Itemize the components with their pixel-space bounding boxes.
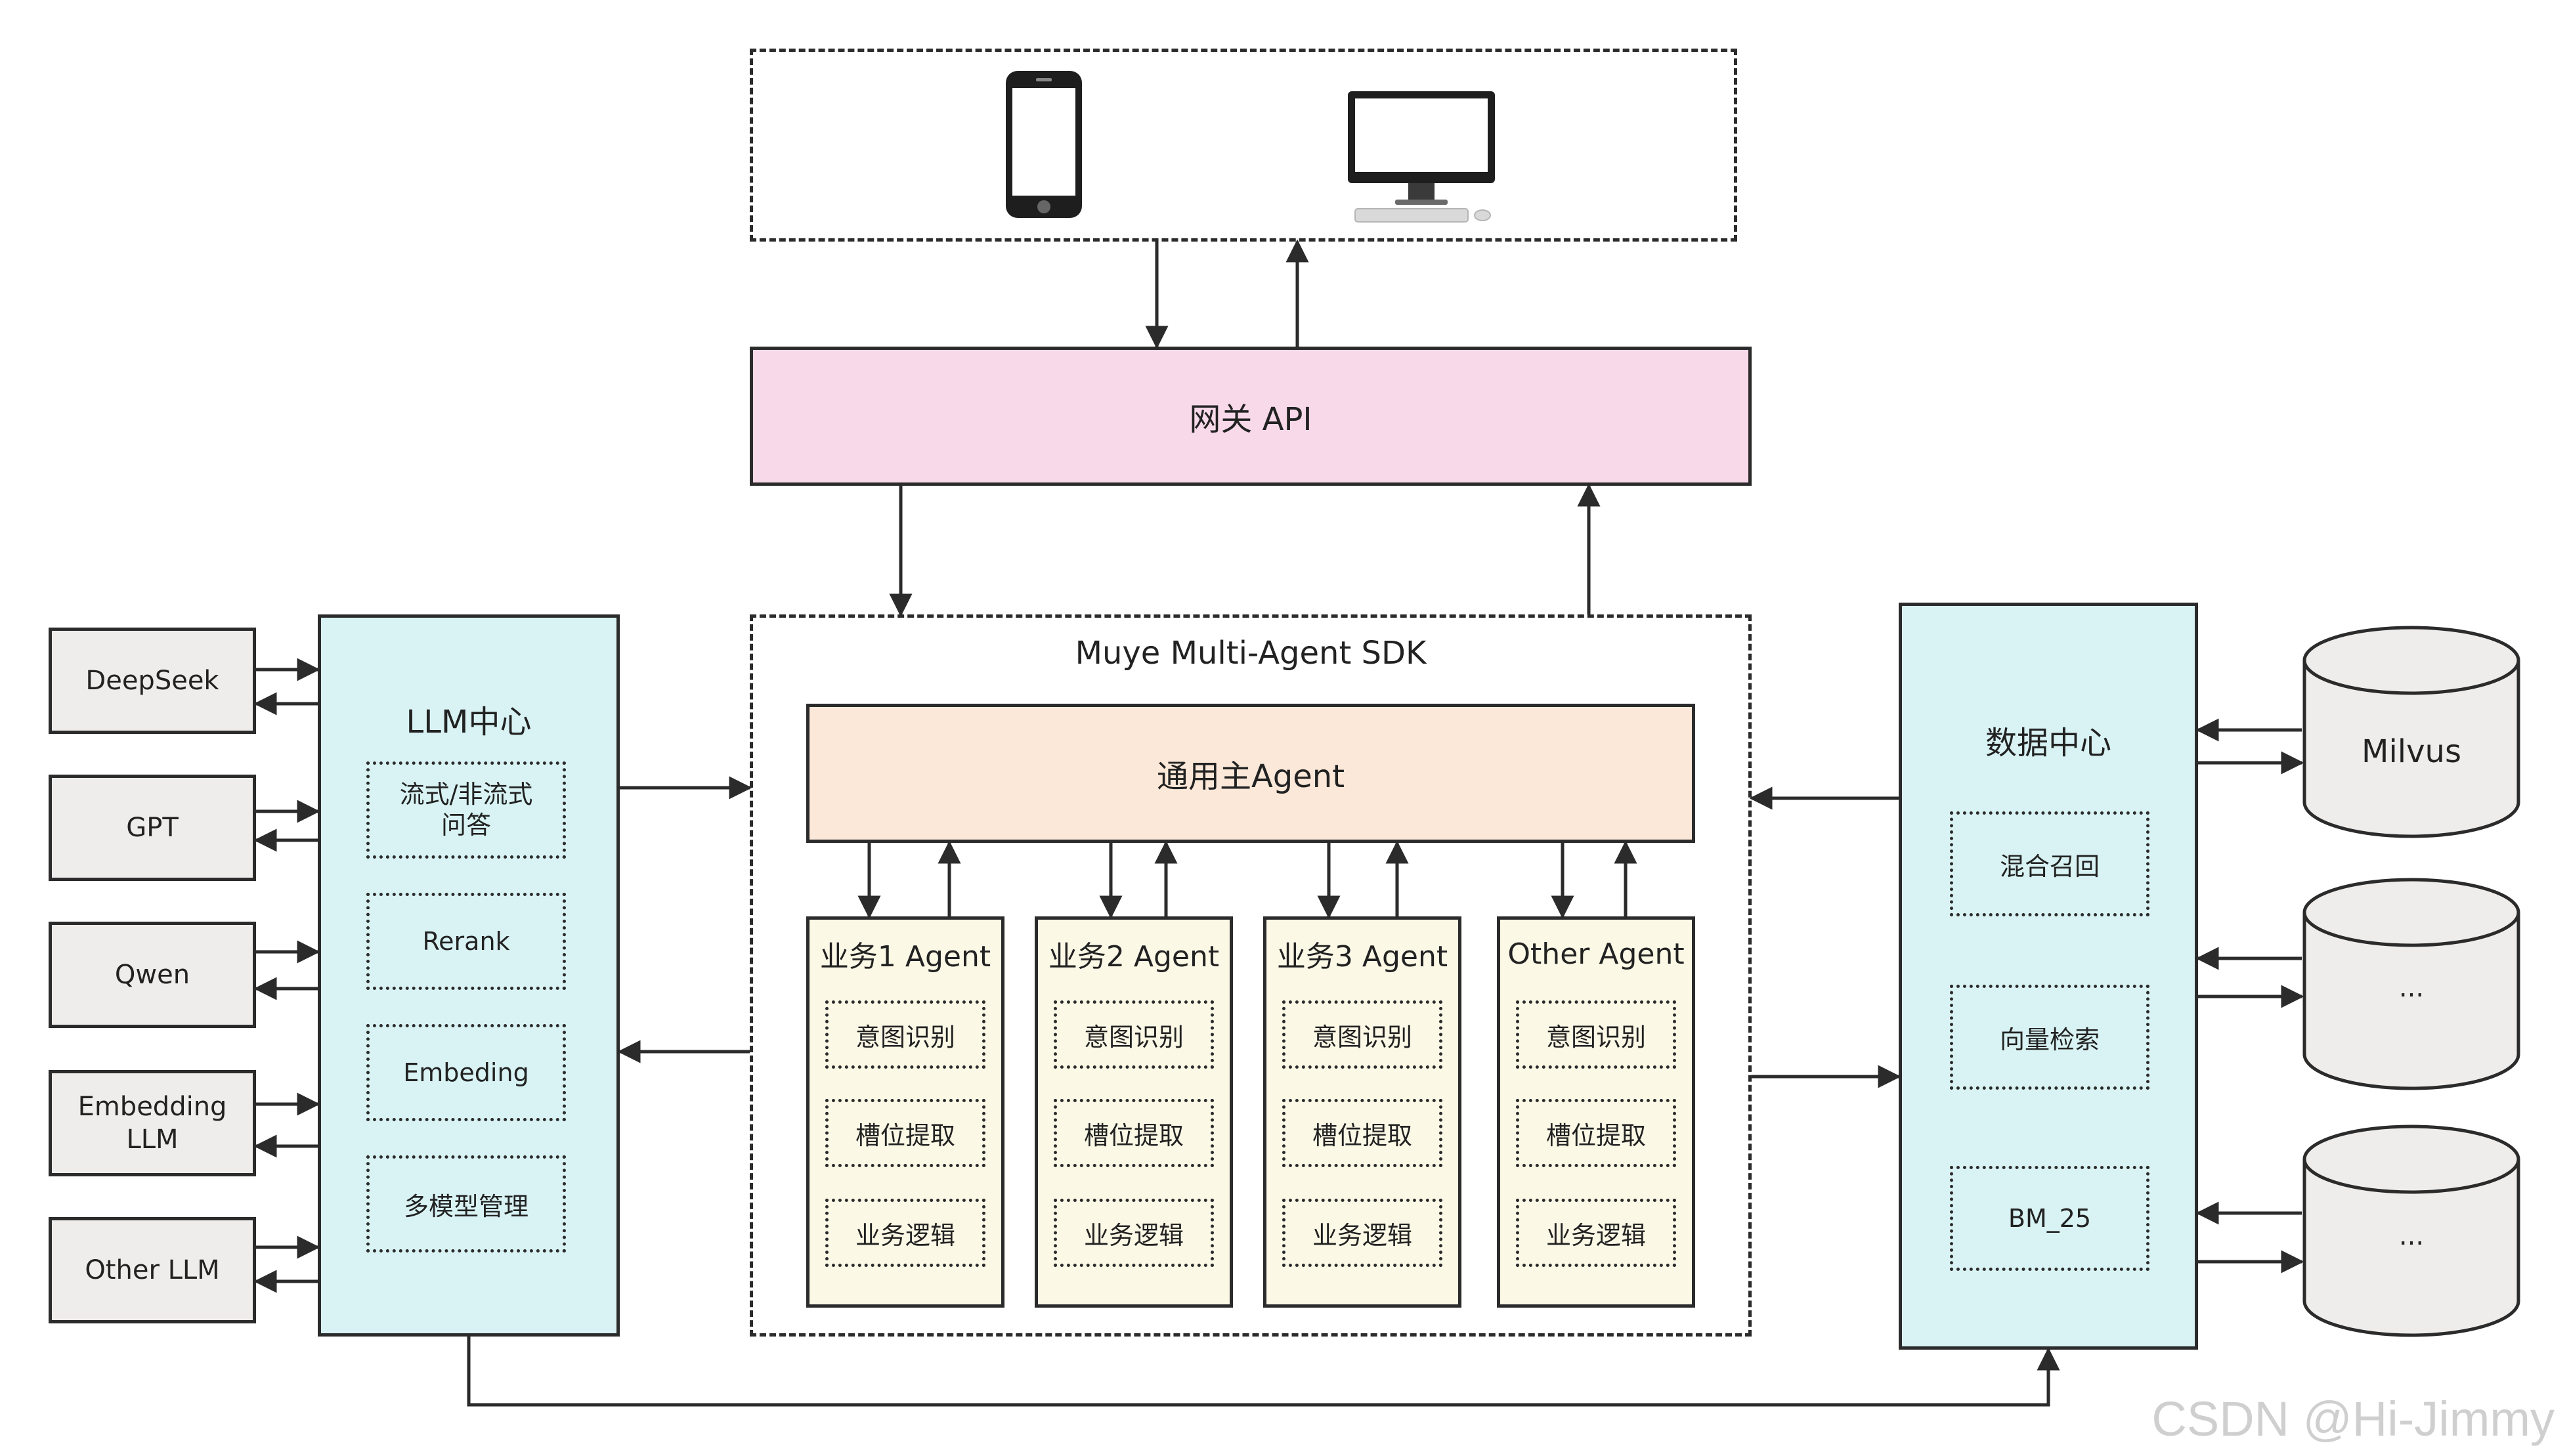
main-agent-box: 通用主Agent [806,704,1695,843]
llm-center-title: LLM中心 [406,704,532,740]
desktop-computer-icon [1348,91,1495,223]
sdk-title: Muye Multi-Agent SDK [1075,635,1427,672]
database-label-2: ... [2398,973,2425,1003]
database-cylinder-3-icon [2302,1124,2520,1337]
clients-group [750,49,1737,242]
arrow-llm-to-data-center [467,1337,2060,1407]
agent-1-box [806,916,1004,1308]
provider-embedding-llm: Embedding LLM [49,1070,256,1176]
main-agent-label: 通用主Agent [1156,758,1345,795]
database-cylinder-2-icon [2302,878,2520,1090]
agent-3-title: 业务3 Agent [1276,940,1448,974]
agent-2-item-slot: 槽位提取 [1054,1099,1214,1167]
agent-3-item-slot: 槽位提取 [1282,1099,1442,1167]
data-center-title: 数据中心 [1985,725,2111,761]
llm-item-multi-model: 多模型管理 [366,1155,566,1253]
data-item-vector-search: 向量检索 [1950,985,2149,1090]
database-label-3: ... [2398,1221,2425,1251]
gateway-label: 网关 API [1189,401,1312,438]
provider-qwen: Qwen [49,922,256,1028]
data-item-hybrid-recall: 混合召回 [1950,811,2149,916]
agent-1-item-intent: 意图识别 [825,1000,985,1069]
agent-3-item-intent: 意图识别 [1282,1000,1442,1069]
smartphone-icon [1006,71,1082,218]
gateway-box: 网关 API [750,347,1752,486]
agent-1-title: 业务1 Agent [819,940,991,974]
data-item-bm25: BM_25 [1950,1166,2149,1271]
agent-other-item-logic: 业务逻辑 [1516,1199,1676,1267]
agent-3-box [1263,916,1461,1308]
agent-other-box [1497,916,1695,1308]
agent-2-item-intent: 意图识别 [1054,1000,1214,1069]
agent-1-item-logic: 业务逻辑 [825,1199,985,1267]
llm-item-qa: 流式/非流式 问答 [366,761,566,859]
agent-2-item-logic: 业务逻辑 [1054,1199,1214,1267]
database-label-milvus: Milvus [2362,733,2461,770]
llm-item-rerank: Rerank [366,893,566,990]
agent-other-item-slot: 槽位提取 [1516,1099,1676,1167]
provider-other-llm: Other LLM [49,1217,256,1323]
provider-deepseek: DeepSeek [49,628,256,734]
agent-2-title: 业务2 Agent [1048,940,1220,974]
sdk-container [750,614,1752,1337]
agent-3-item-logic: 业务逻辑 [1282,1199,1442,1267]
provider-gpt: GPT [49,775,256,881]
agent-2-box [1035,916,1233,1308]
llm-item-embeding: Embeding [366,1024,566,1121]
agent-other-title: Other Agent [1507,937,1685,971]
database-cylinder-milvus-icon [2302,626,2520,838]
agent-other-item-intent: 意图识别 [1516,1000,1676,1069]
agent-1-item-slot: 槽位提取 [825,1099,985,1167]
watermark: CSDN @Hi-Jimmy [2151,1392,2555,1446]
